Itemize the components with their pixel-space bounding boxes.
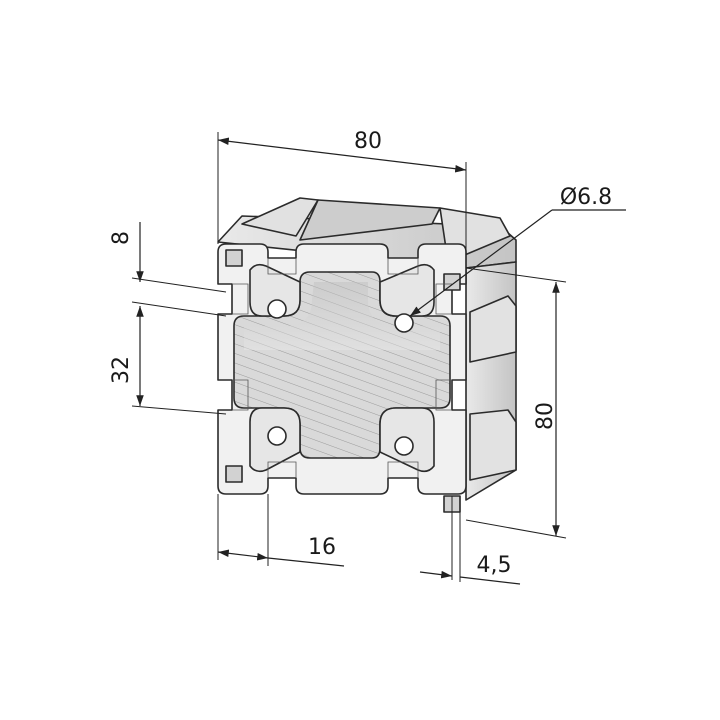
dim-label-bore: Ø6.8	[560, 185, 612, 210]
bore-bottom-left	[267, 426, 287, 446]
profile-front-face	[217, 243, 467, 513]
dim-label-slot-spacing: 32	[109, 356, 134, 384]
dimension-slot-width: 16	[217, 494, 345, 567]
bore-bottom-right	[394, 436, 414, 456]
dimension-slot-offset: 8	[109, 222, 227, 293]
dimension-bore: Ø6.8	[409, 185, 626, 317]
dim-label-wall: 4,5	[477, 553, 512, 578]
dimension-wall: 4,5	[419, 496, 521, 585]
bore-top-right	[394, 313, 414, 333]
dimension-height-right: 80	[465, 267, 567, 539]
dim-label-width: 80	[354, 129, 382, 154]
dimension-width-top: 80	[217, 129, 467, 268]
dim-label-slot-offset: 8	[109, 231, 134, 245]
dim-label-height: 80	[533, 402, 558, 430]
bore-top-left	[267, 299, 287, 319]
dimension-slot-spacing: 32	[109, 301, 227, 415]
dim-label-slot-width: 16	[308, 535, 336, 560]
